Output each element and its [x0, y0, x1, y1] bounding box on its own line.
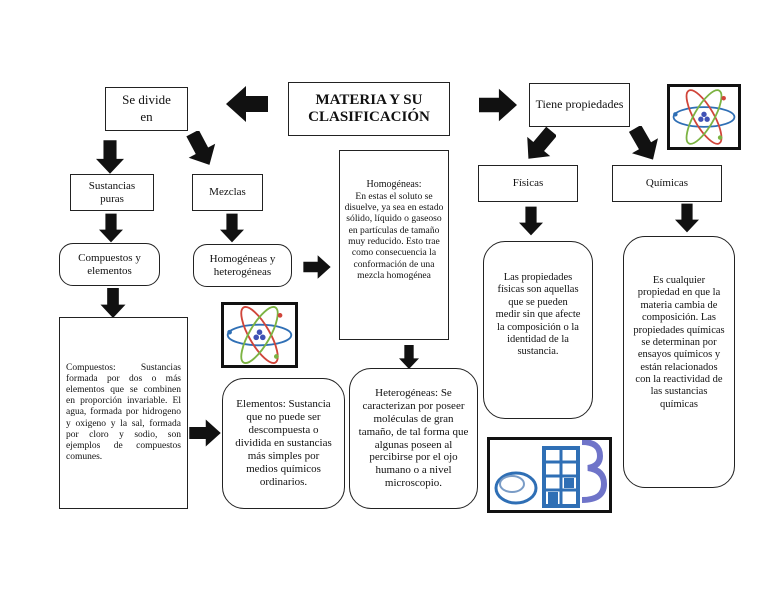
node-heterogeneas-desc: Heterogéneas: Se caracterizan por poseer…	[349, 368, 478, 509]
arrow-icon	[220, 213, 244, 243]
title-box: MATERIA Y SU CLASIFICACIÓN	[288, 82, 450, 136]
node-se-divide: Se divide en	[105, 87, 188, 131]
page-title: MATERIA Y SU CLASIFICACIÓN	[308, 91, 430, 125]
node-compuestos-elementos: Compuestos y elementos	[59, 243, 160, 286]
lab-flask-icon	[487, 437, 612, 513]
arrow-icon	[189, 419, 221, 447]
arrow-icon	[675, 203, 699, 233]
node-fisicas: Físicas	[478, 165, 578, 202]
atom-icon	[221, 301, 298, 369]
arrow-icon	[479, 88, 517, 122]
arrow-icon	[226, 86, 268, 122]
node-quimicas: Químicas	[612, 165, 722, 202]
arrow-icon	[519, 206, 543, 236]
node-elementos-desc: Elementos: Sustancia que no puede ser de…	[222, 378, 345, 509]
arrow-icon	[100, 288, 126, 318]
node-fisicas-desc: Las propiedades físicas son aquellas que…	[483, 241, 593, 419]
node-mezclas: Mezclas	[192, 174, 263, 211]
arrow-icon	[303, 255, 331, 279]
node-sustancias-puras: Sustancias puras	[70, 174, 154, 211]
arrow-icon	[524, 127, 556, 163]
arrow-icon	[99, 213, 123, 243]
node-tiene-propiedades: Tiene propiedades	[529, 83, 630, 127]
node-quimicas-desc: Es cualquier propiedad en que la materia…	[623, 236, 735, 488]
node-compuestos-desc: Compuestos: Sustancias formada por dos o…	[59, 317, 188, 509]
node-homogeneas-heterogeneas: Homogéneas y heterogéneas	[193, 244, 292, 287]
arrow-icon	[186, 131, 216, 167]
node-homogeneas-desc: Homogéneas: En estas el soluto se disuel…	[339, 150, 449, 340]
atom-icon	[667, 84, 741, 150]
arrow-icon	[399, 345, 419, 369]
arrow-icon	[96, 140, 124, 174]
arrow-icon	[628, 126, 660, 162]
